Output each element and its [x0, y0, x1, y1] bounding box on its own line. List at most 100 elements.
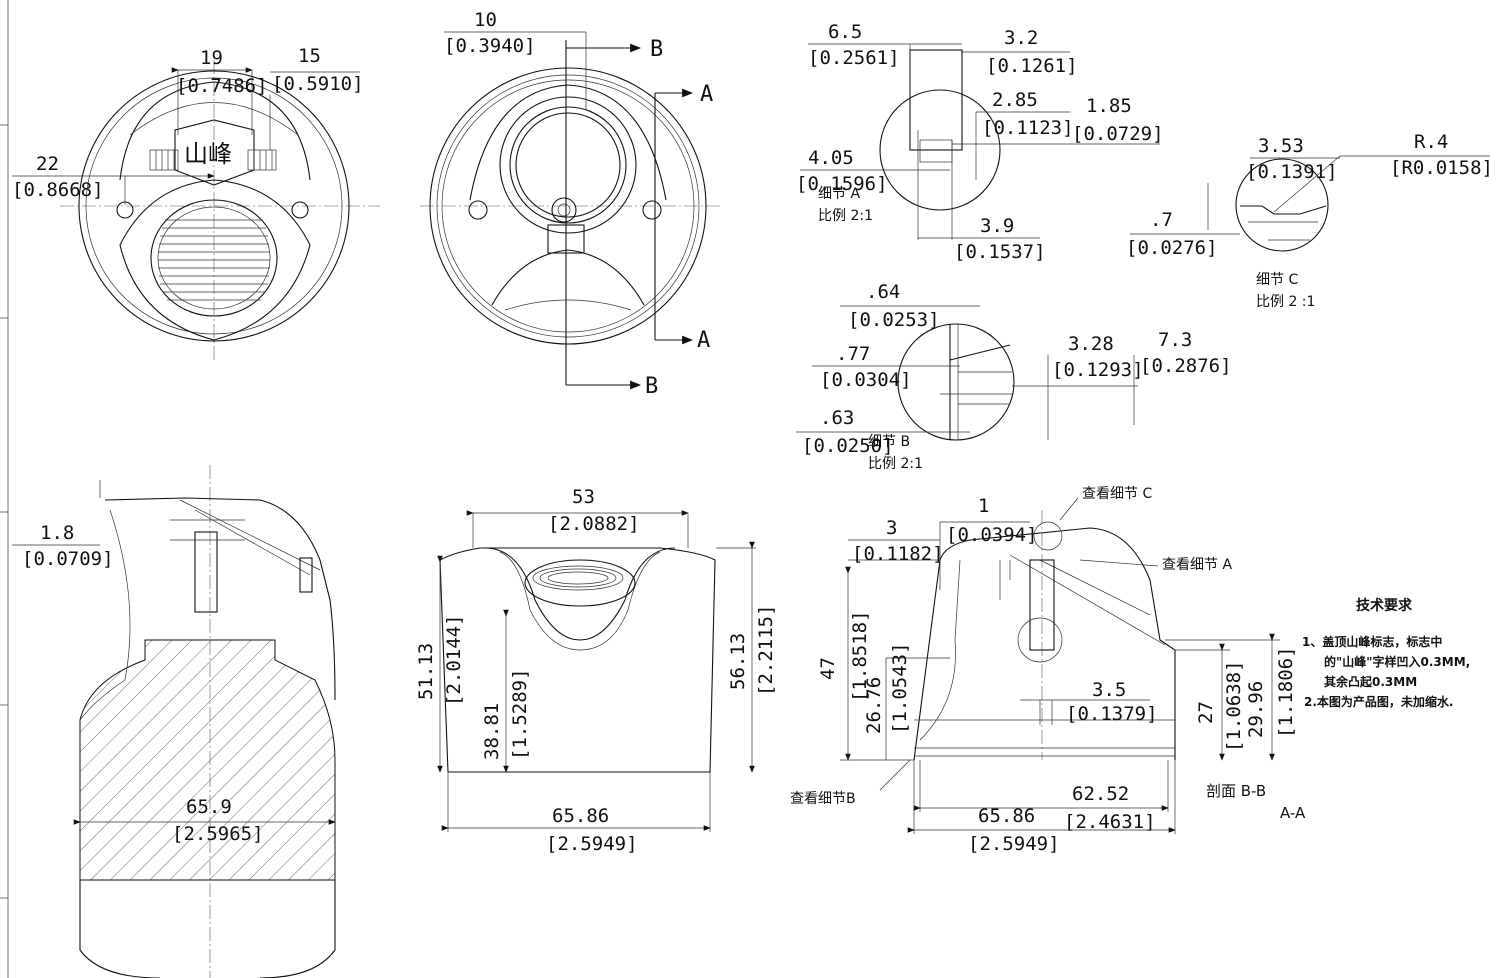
dim-sec-29-96: 29.96	[1245, 681, 1267, 738]
dim-sec-3-5-alt: [0.1379]	[1066, 703, 1158, 725]
front-view: 53 [2.0882] 51.13 [2.0144] 38.81 [1.5289…	[415, 486, 777, 855]
dim-sec-3-alt: [0.1182]	[852, 543, 944, 565]
dim-sec-26-76: 26.76	[863, 677, 885, 734]
dim-da-3-9: 3.9	[980, 215, 1014, 237]
frame-border	[0, 0, 9, 978]
notes-line-3: 其余凸起0.3MM	[1324, 674, 1417, 689]
dim-top-15-alt: [0.5910]	[272, 73, 364, 95]
dim-top-19-alt: [0.7486]	[176, 75, 268, 97]
dim-dc-r-4-alt: [R0.0158]	[1390, 157, 1493, 179]
dim-sec-3: 3	[886, 517, 897, 539]
vent-grille	[158, 219, 270, 301]
notes-line-4: 2.本图为产品图，未加缩水.	[1304, 694, 1453, 709]
section-view: 查看细节 C 查看细节 A 查看细节B 3 [0.1182] 1 [0.0394…	[790, 486, 1306, 855]
dim-front-51-13: 51.13	[415, 643, 437, 700]
top-view: 山峰 19 [0.7486] 15 [0.5910]	[12, 45, 380, 360]
dim-top-19: 19	[200, 47, 223, 69]
dim-sec-26-76-alt: [1.0543]	[889, 642, 911, 734]
logo-text: 山峰	[184, 140, 232, 168]
dim-sec-62-52: 62.52	[1072, 783, 1129, 805]
logo-ribs-left	[149, 149, 179, 171]
dim-front-38-81: 38.81	[481, 703, 503, 760]
section-marker-a-bottom: A	[697, 328, 710, 353]
dim-dc-r-4: R.4	[1414, 131, 1448, 153]
section-marker-a-top: A	[700, 82, 713, 107]
dim-front-38-81-alt: [1.5289]	[509, 668, 531, 760]
notes-line-2: 的"山峰"字样凹入0.3MM,	[1324, 654, 1470, 669]
dim-front-65-86-alt: [2.5949]	[546, 833, 638, 855]
dim-db-0-77-alt: [0.0304]	[820, 369, 912, 391]
dim-bottom-10: 10	[474, 9, 497, 31]
notes-title: 技术要求	[1356, 597, 1413, 614]
notes-line-1: 1、盖顶山峰标志，标志中	[1302, 634, 1442, 649]
dim-front-51-13-alt: [2.0144]	[443, 614, 465, 706]
dim-db-3-28-alt: [0.1293]	[1052, 359, 1144, 381]
dim-da-3-2: 3.2	[1004, 27, 1038, 49]
dim-dc-0-7: .7	[1150, 209, 1173, 231]
detail-b: .64 [0.0253] .77 [0.0304] .63 [0.0250] 3…	[796, 281, 1232, 472]
dim-db-3-28: 3.28	[1068, 333, 1114, 355]
callout-detail-a: 查看细节 A	[1162, 557, 1232, 573]
dim-da-3-9-alt: [0.1537]	[954, 241, 1046, 263]
callout-detail-b: 查看细节B	[790, 791, 856, 807]
dim-da-1-85-alt: [0.0729]	[1072, 123, 1164, 145]
dim-side-65-9-alt: [2.5965]	[172, 823, 264, 845]
dim-da-1-85: 1.85	[1086, 95, 1132, 117]
section-marker-b-top: B	[650, 37, 663, 62]
dim-sec-47: 47	[817, 657, 839, 680]
dim-side-65-9: 65.9	[186, 796, 232, 818]
section-label-aa: A-A	[1280, 804, 1306, 822]
dim-sec-27-alt: [1.0638]	[1223, 660, 1245, 752]
dim-da-6-5-alt: [0.2561]	[808, 47, 900, 69]
technical-notes: 技术要求 1、盖顶山峰标志，标志中 的"山峰"字样凹入0.3MM, 其余凸起0.…	[1302, 597, 1470, 709]
dim-db-7-3-alt: [0.2876]	[1140, 355, 1232, 377]
dim-dc-3-53: 3.53	[1258, 135, 1304, 157]
dim-dc-0-7-alt: [0.0276]	[1126, 237, 1218, 259]
detail-c-label: 细节 C	[1256, 272, 1298, 288]
logo-ribs-right	[247, 149, 277, 171]
dim-db-0-77: .77	[836, 343, 870, 365]
dim-sec-47-alt: [1.8518]	[849, 610, 871, 702]
dim-side-1-8-alt: [0.0709]	[22, 548, 114, 570]
dim-sec-65-86-alt: [2.5949]	[968, 833, 1060, 855]
side-section-view: 1.8 [0.0709] 65.9 [2.5965]	[12, 465, 336, 978]
dim-dc-3-53-alt: [0.1391]	[1246, 161, 1338, 183]
dim-front-53-alt: [2.0882]	[548, 513, 640, 535]
dim-db-0-64-alt: [0.0253]	[848, 309, 940, 331]
dim-top-15: 15	[298, 45, 321, 67]
dim-da-2-85: 2.85	[992, 89, 1038, 111]
callout-detail-c: 查看细节 C	[1082, 486, 1152, 502]
dim-front-53: 53	[572, 486, 595, 508]
dim-sec-1: 1	[978, 495, 989, 517]
dim-top-22: 22	[36, 153, 59, 175]
detail-a-scale: 比例 2:1	[818, 208, 873, 224]
dim-sec-27: 27	[1195, 701, 1217, 724]
dim-sec-1-alt: [0.0394]	[946, 524, 1038, 546]
dim-db-0-64: .64	[866, 281, 900, 303]
dim-top-22-alt: [0.8668]	[12, 179, 104, 201]
dim-front-56-13-alt: [2.2115]	[755, 604, 777, 696]
detail-c: 3.53 [0.1391] R.4 [R0.0158] .7 [0.0276] …	[1126, 131, 1493, 310]
dim-sec-65-86: 65.86	[978, 805, 1035, 827]
dim-da-4-05: 4.05	[808, 147, 854, 169]
dim-da-2-85-alt: [0.1123]	[982, 117, 1074, 139]
section-marker-b-bottom: B	[645, 374, 658, 399]
detail-b-label: 细节 B	[868, 434, 910, 450]
dim-da-4-05-alt: [0.1596]	[796, 173, 888, 195]
detail-b-scale: 比例 2:1	[868, 456, 923, 472]
dim-db-7-3: 7.3	[1158, 329, 1192, 351]
dim-bottom-10-alt: [0.3940]	[444, 35, 536, 57]
dim-db-0-63: .63	[820, 407, 854, 429]
dim-front-65-86: 65.86	[552, 805, 609, 827]
dim-side-1-8: 1.8	[40, 522, 74, 544]
dim-da-3-2-alt: [0.1261]	[986, 55, 1078, 77]
dim-da-6-5: 6.5	[828, 21, 862, 43]
dim-sec-29-96-alt: [1.1806]	[1275, 646, 1297, 738]
bottom-view: B A A B 10 [0.3940]	[420, 9, 720, 399]
dim-front-56-13: 56.13	[727, 633, 749, 690]
dim-db-0-63-alt: [0.0250]	[802, 435, 894, 457]
section-label-bb: 剖面 B-B	[1206, 782, 1266, 800]
dim-sec-3-5: 3.5	[1092, 679, 1126, 701]
detail-c-scale: 比例 2 :1	[1256, 294, 1315, 310]
